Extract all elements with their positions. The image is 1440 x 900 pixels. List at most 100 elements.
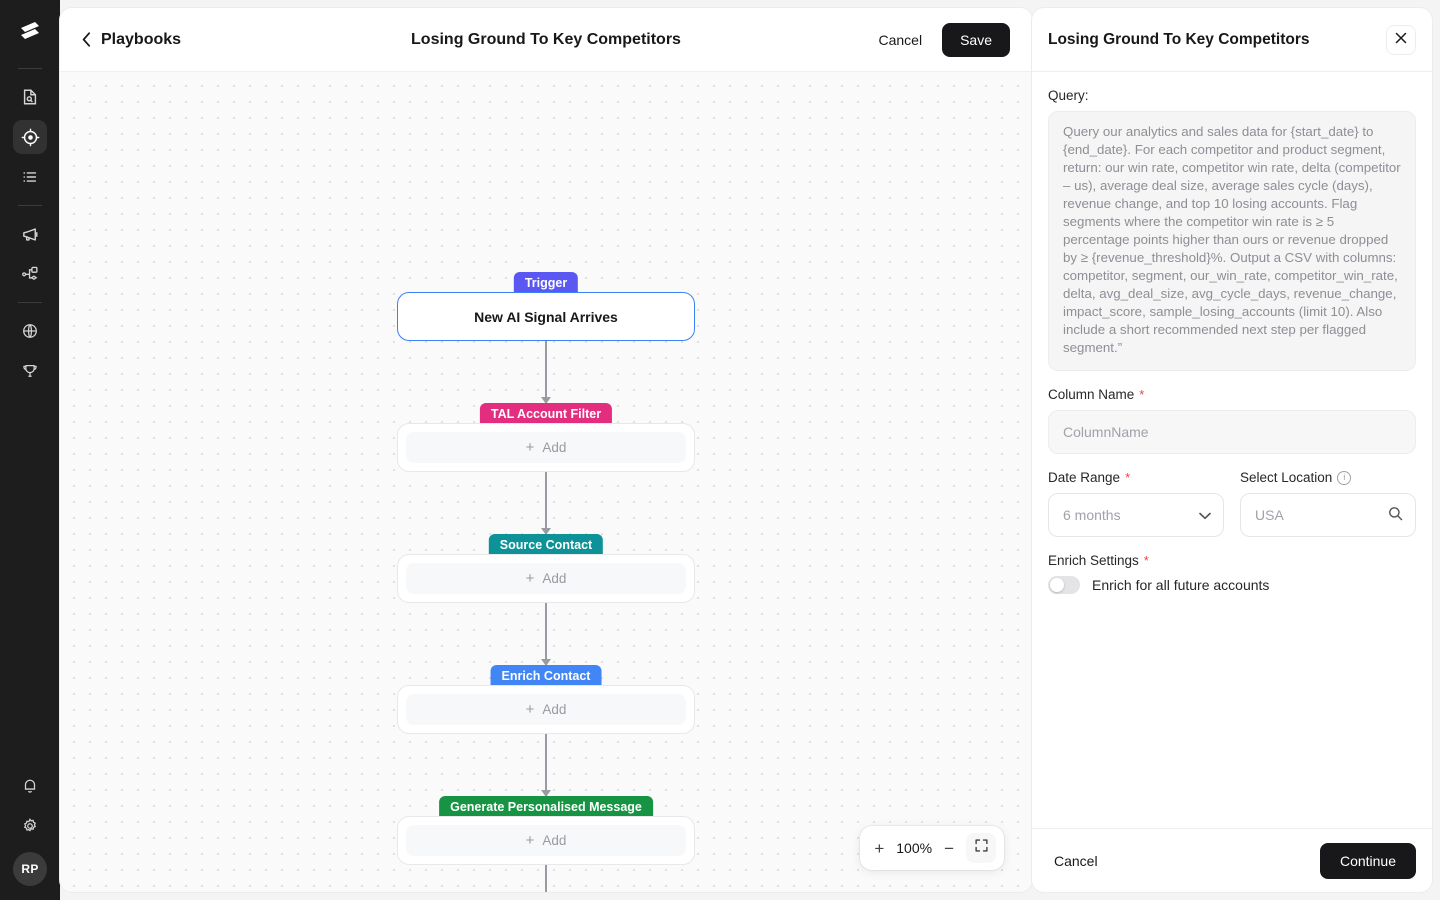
node-body: + Add: [397, 685, 695, 734]
sidebar-item-documents[interactable]: [13, 80, 47, 114]
add-step-button[interactable]: + Add: [406, 432, 686, 463]
date-range-label: Date Range *: [1048, 470, 1224, 485]
flow-connector: [541, 734, 551, 797]
panel-cancel-button[interactable]: Cancel: [1048, 847, 1104, 875]
select-location-field: Select Location i USA: [1240, 470, 1416, 537]
flow-connector: [541, 603, 551, 666]
required-marker: *: [1143, 553, 1149, 568]
plus-icon: +: [525, 832, 535, 849]
enrich-toggle-label: Enrich for all future accounts: [1092, 577, 1270, 593]
workflow-icon: [21, 265, 40, 284]
date-range-select[interactable]: 6 months: [1048, 493, 1224, 537]
enrich-settings-label-text: Enrich Settings: [1048, 553, 1139, 568]
plus-icon: +: [525, 701, 535, 718]
globe-icon: [21, 322, 39, 340]
node-body: + Add: [397, 816, 695, 865]
playbook-canvas-card: Playbooks Losing Ground To Key Competito…: [60, 8, 1032, 892]
info-icon[interactable]: i: [1337, 470, 1352, 485]
fullscreen-icon: [974, 839, 988, 857]
flow-node-trigger[interactable]: Trigger New AI Signal Arrives: [397, 272, 695, 341]
rail-divider-2: [18, 205, 42, 206]
save-button[interactable]: Save: [942, 22, 1010, 57]
node-body[interactable]: New AI Signal Arrives: [397, 292, 695, 341]
add-label: Add: [542, 571, 567, 586]
location-placeholder: USA: [1255, 507, 1284, 523]
flow-canvas[interactable]: Trigger New AI Signal Arrives TAL Accoun…: [60, 72, 1032, 892]
close-icon: [1395, 31, 1407, 49]
date-range-label-text: Date Range: [1048, 470, 1121, 485]
zoom-level: 100%: [896, 840, 933, 856]
bell-icon: [21, 777, 39, 795]
flow-node-generate-personalised-message[interactable]: Generate Personalised Message + Add: [397, 796, 695, 865]
flow-connector: [545, 865, 547, 892]
cancel-button[interactable]: Cancel: [872, 26, 928, 54]
flow-connector: [541, 341, 551, 404]
add-label: Add: [542, 702, 567, 717]
enrich-future-accounts-toggle[interactable]: [1048, 576, 1080, 594]
rail-divider-1: [18, 68, 42, 69]
avatar[interactable]: RP: [13, 852, 47, 886]
column-name-input[interactable]: ColumnName: [1048, 410, 1416, 454]
fit-to-screen-button[interactable]: [966, 833, 996, 863]
date-location-row: Date Range * 6 months Select: [1048, 470, 1416, 537]
list-icon: [21, 168, 39, 186]
flow-connector: [541, 472, 551, 535]
topbar-actions: Cancel Save: [872, 22, 1010, 57]
select-location-label: Select Location i: [1240, 470, 1416, 485]
column-name-label: Column Name *: [1048, 387, 1416, 402]
close-panel-button[interactable]: [1386, 24, 1416, 55]
search-icon: [1388, 506, 1403, 524]
flow-graph: Trigger New AI Signal Arrives TAL Accoun…: [60, 272, 1032, 892]
required-marker: *: [1139, 387, 1145, 402]
sidebar-item-playbooks[interactable]: [13, 257, 47, 291]
plus-icon: +: [525, 439, 535, 456]
zoom-out-button[interactable]: −: [944, 838, 954, 858]
rail-divider-3: [18, 302, 42, 303]
sidebar-item-settings[interactable]: [13, 809, 47, 843]
left-sidebar: RP: [0, 0, 60, 900]
flow-node-source-contact[interactable]: Source Contact + Add: [397, 534, 695, 603]
trophy-icon: [21, 362, 39, 380]
target-signal-icon: [21, 128, 40, 147]
panel-footer: Cancel Continue: [1032, 828, 1432, 892]
gear-icon: [21, 817, 39, 835]
sidebar-item-web[interactable]: [13, 314, 47, 348]
query-label: Query:: [1048, 88, 1416, 103]
back-to-playbooks-button[interactable]: Playbooks: [82, 31, 181, 49]
column-name-label-text: Column Name: [1048, 387, 1135, 402]
continue-button[interactable]: Continue: [1319, 842, 1416, 879]
sidebar-item-lists[interactable]: [13, 160, 47, 194]
zoom-controls: + 100% −: [860, 826, 1004, 870]
node-body: + Add: [397, 423, 695, 472]
megaphone-icon: [21, 225, 40, 244]
chevron-left-icon: [82, 32, 91, 47]
add-step-button[interactable]: + Add: [406, 825, 686, 856]
flow-node-enrich-contact[interactable]: Enrich Contact + Add: [397, 665, 695, 734]
add-step-button[interactable]: + Add: [406, 563, 686, 594]
date-range-field: Date Range * 6 months: [1048, 470, 1224, 537]
panel-title: Losing Ground To Key Competitors: [1048, 30, 1310, 48]
panel-body: Query: Query our analytics and sales dat…: [1032, 72, 1432, 828]
flow-node-tal-account-filter[interactable]: TAL Account Filter + Add: [397, 403, 695, 472]
logo-mark-icon[interactable]: [10, 12, 50, 52]
config-panel: Losing Ground To Key Competitors Query: …: [1032, 8, 1432, 892]
enrich-settings-label: Enrich Settings *: [1048, 553, 1416, 568]
topbar: Playbooks Losing Ground To Key Competito…: [60, 8, 1032, 72]
zoom-in-button[interactable]: +: [874, 838, 885, 858]
sidebar-item-wins[interactable]: [13, 354, 47, 388]
add-step-button[interactable]: + Add: [406, 694, 686, 725]
sidebar-item-signals[interactable]: [13, 120, 47, 154]
select-location-label-text: Select Location: [1240, 470, 1333, 485]
document-search-icon: [21, 88, 39, 106]
add-label: Add: [542, 440, 567, 455]
sidebar-item-notifications[interactable]: [13, 769, 47, 803]
query-label-text: Query:: [1048, 88, 1089, 103]
query-text: Query our analytics and sales data for {…: [1048, 111, 1416, 371]
chevron-down-icon: [1199, 507, 1211, 523]
toggle-knob: [1050, 578, 1064, 592]
date-range-value: 6 months: [1063, 507, 1121, 523]
location-search-input[interactable]: USA: [1240, 493, 1416, 537]
back-label: Playbooks: [101, 30, 182, 48]
enrich-toggle-row: Enrich for all future accounts: [1048, 576, 1416, 594]
sidebar-item-campaigns[interactable]: [13, 217, 47, 251]
